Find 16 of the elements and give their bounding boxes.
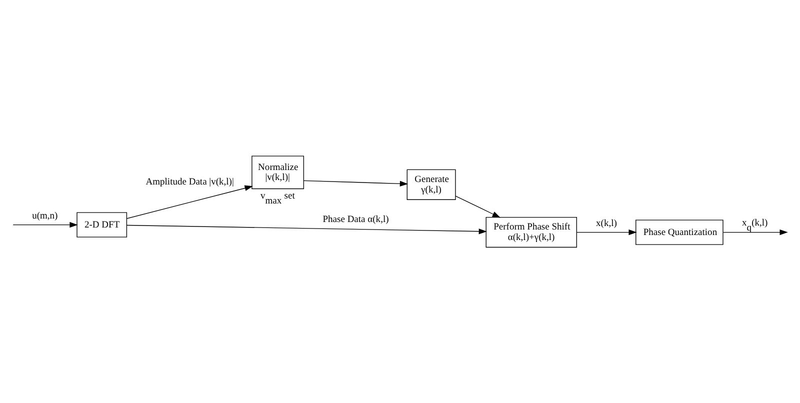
arrow xyxy=(126,185,253,219)
edge-label: Phase Data α(k,l) xyxy=(322,214,389,225)
node-box: Normalize |v(k,l)| xyxy=(252,156,304,190)
node-box: 2-D DFT xyxy=(76,212,128,238)
arrow xyxy=(126,224,487,234)
arrow xyxy=(576,229,637,236)
edge-label: x(k,l) xyxy=(596,218,617,229)
edge-label: Amplitude Data |v(k,l)| xyxy=(146,177,234,188)
arrow xyxy=(303,180,408,187)
node-box: Perform Phase Shift α(k,l)+γ(k,l) xyxy=(486,216,577,248)
arrow xyxy=(455,196,501,218)
arrow xyxy=(12,222,78,228)
node-box: Generate γ(k,l) xyxy=(406,169,456,200)
node-box: Phase Quantization xyxy=(636,220,724,245)
arrow xyxy=(722,229,788,236)
edge-label: u(m,n) xyxy=(32,211,58,222)
